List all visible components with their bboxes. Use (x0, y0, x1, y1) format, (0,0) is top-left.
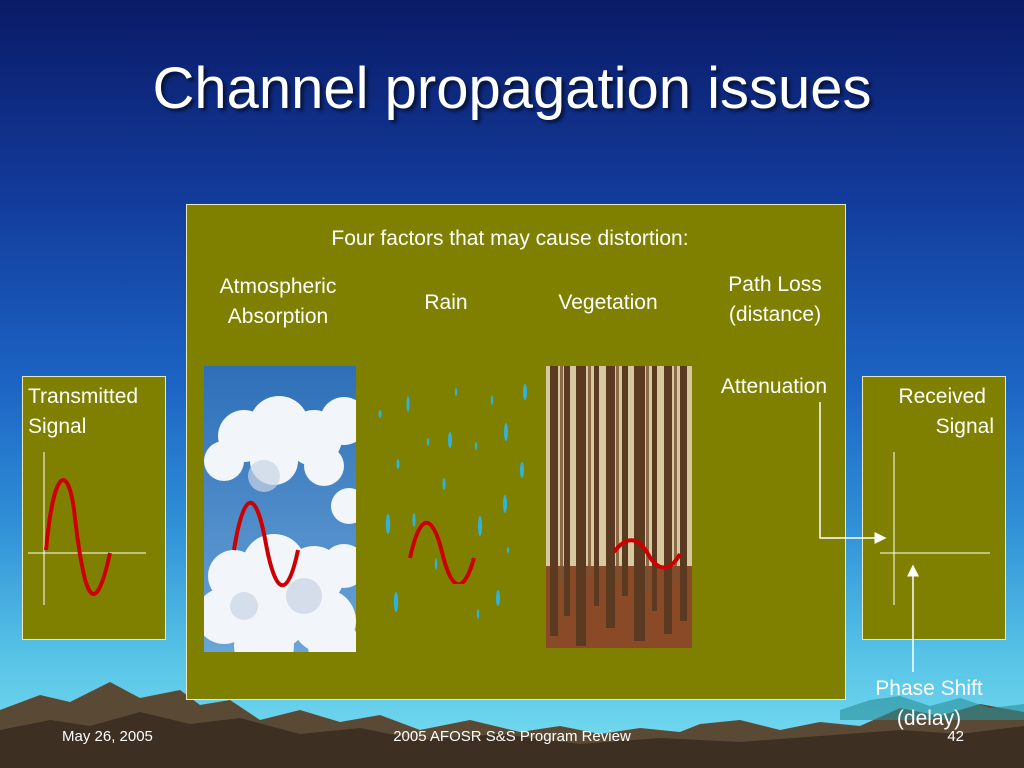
phase-shift-label: Phase Shift (delay) (854, 674, 1004, 734)
attenuation-arrow (819, 402, 887, 544)
factor-path-loss-line1: Path Loss (728, 273, 822, 296)
factor-atmospheric-line2: Absorption (227, 305, 329, 328)
sky-clouds-image (204, 366, 356, 652)
transmitted-signal-plot (28, 452, 146, 605)
transmitted-signal-panel (22, 376, 166, 640)
panel-heading: Four factors that may cause distortion: (331, 227, 689, 250)
slide-title: Channel propagation issues (152, 56, 872, 121)
received-line1: Received (898, 385, 986, 408)
factor-atmospheric-label: Atmospheric Absorption (196, 272, 360, 332)
factor-vegetation-label: Vegetation (558, 291, 658, 314)
received-signal-plot (880, 452, 990, 605)
rain-drops (378, 384, 527, 619)
transmitted-line2: Signal (28, 415, 87, 438)
factor-path-loss-label: Path Loss (distance) (700, 270, 850, 330)
rain-wave (408, 520, 476, 584)
received-signal-panel (862, 376, 1006, 640)
factor-atmospheric-line1: Atmospheric (219, 275, 337, 298)
transmitted-signal-label: Transmitted Signal (28, 382, 168, 442)
mountain-background (0, 682, 1024, 768)
footer-date: May 26, 2005 (62, 728, 153, 745)
phase-shift-line1: Phase Shift (875, 677, 983, 700)
received-line2: Signal (935, 415, 994, 438)
factor-rain-label: Rain (424, 291, 468, 314)
phase-shift-line2: (delay) (896, 707, 962, 730)
factor-path-loss-line2: (distance) (728, 303, 822, 326)
attenuation-label: Attenuation (720, 375, 828, 398)
atmospheric-wave (232, 500, 300, 588)
forest-image (546, 366, 692, 648)
vegetation-wave (612, 538, 682, 570)
footer-page-number: 42 (947, 728, 964, 745)
footer-event: 2005 AFOSR S&S Program Review (393, 728, 631, 745)
received-signal-label: Received Signal (862, 382, 994, 442)
transmitted-line1: Transmitted (28, 385, 139, 408)
